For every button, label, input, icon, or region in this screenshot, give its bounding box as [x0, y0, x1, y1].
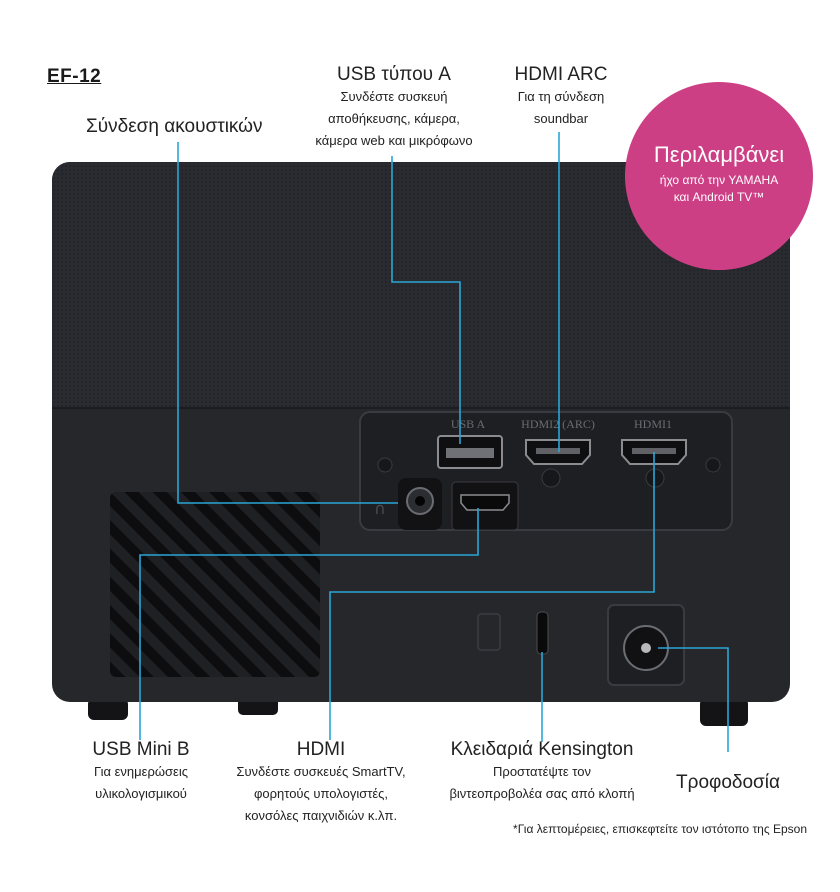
badge-title: Περιλαμβάνει [653, 142, 785, 167]
callout-hdmi-desc-1: Συνδέστε συσκευές SmartTV, [236, 764, 406, 779]
foot-left [88, 698, 128, 720]
callout-hdmi-title: HDMI [296, 739, 346, 760]
callout-usb-a: USB τύπου A Συνδέστε συσκευή αποθήκευσης… [315, 64, 472, 152]
callout-power-title: Τροφοδοσία [676, 772, 780, 793]
callout-hdmi-arc: HDMI ARC Για τη σύνδεση soundbar [515, 64, 608, 130]
callout-usb-a-desc-2: αποθήκευσης, κάμερα, [328, 111, 460, 126]
model-label: EF-12 [47, 66, 102, 87]
leader-lines [139, 132, 729, 752]
hdmi-arc-port [525, 439, 591, 465]
callout-hdmi-arc-desc-2: soundbar [533, 111, 589, 126]
speaker-mesh [52, 162, 790, 408]
callout-usb-mini-b-desc-2: υλικολογισμικού [95, 786, 187, 801]
svg-text:∩: ∩ [374, 499, 386, 518]
callout-kensington-title: Κλειδαριά Kensington [450, 739, 634, 760]
callout-usb-mini-b-title: USB Mini B [92, 739, 190, 760]
usb-mini-b-port [451, 481, 519, 531]
badge-line-3: και Android TV™ [673, 190, 765, 204]
callout-usb-mini-b: USB Mini B Για ενημερώσεις υλικολογισμικ… [92, 739, 189, 805]
callout-hdmi-arc-title: HDMI ARC [514, 64, 608, 85]
callout-hdmi-desc-2: φορητούς υπολογιστές, [253, 786, 389, 801]
headphone-jack: ∩ [374, 478, 442, 530]
leader-power [658, 647, 729, 752]
callout-usb-mini-b-desc-1: Για ενημερώσεις [94, 764, 188, 779]
leader-usb-mini-b [139, 508, 479, 740]
leader-usb-a [391, 156, 461, 444]
callout-usb-a-desc-1: Συνδέστε συσκευή [340, 89, 448, 104]
port-label-hdmi1: HDMI1 [634, 417, 672, 431]
callout-headphone-title: Σύνδεση ακουστικών [86, 116, 263, 137]
callout-usb-a-desc-3: κάμερα web και μικρόφωνο [315, 133, 473, 148]
leader-headphone [177, 142, 398, 504]
callout-usb-a-title: USB τύπου A [336, 64, 451, 85]
foot-right [700, 698, 748, 726]
callout-kensington-desc-1: Προστατέψτε τον [493, 764, 591, 779]
callout-hdmi: HDMI Συνδέστε συσκευές SmartTV, φορητούς… [236, 739, 405, 827]
vent-grill [110, 492, 320, 677]
power-jack [607, 604, 685, 686]
callout-hdmi-desc-3: κονσόλες παιχνιδιών κ.λπ. [244, 808, 398, 823]
callout-power: Τροφοδοσία [676, 772, 780, 794]
port-label-usb-a: USB A [451, 417, 486, 431]
port-label-hdmi2: HDMI2 (ARC) [521, 417, 595, 431]
footnote: *Για λεπτομέρειες, επισκεφτείτε τον ιστό… [513, 822, 807, 836]
callout-kensington-desc-2: βιντεοπροβολέα σας από κλοπή [449, 786, 635, 801]
callout-hdmi-arc-desc-1: Για τη σύνδεση [517, 89, 605, 104]
callout-kensington: Κλειδαριά Kensington Προστατέψτε τον βιν… [449, 739, 634, 805]
leader-hdmi [329, 452, 655, 740]
usb-a-port [437, 435, 503, 469]
badge-line-2: ήχο από την YAMAHA [659, 173, 779, 187]
feature-badge: Περιλαμβάνει ήχο από την YAMAHA και Andr… [625, 82, 813, 270]
kensington-slot [477, 611, 549, 655]
